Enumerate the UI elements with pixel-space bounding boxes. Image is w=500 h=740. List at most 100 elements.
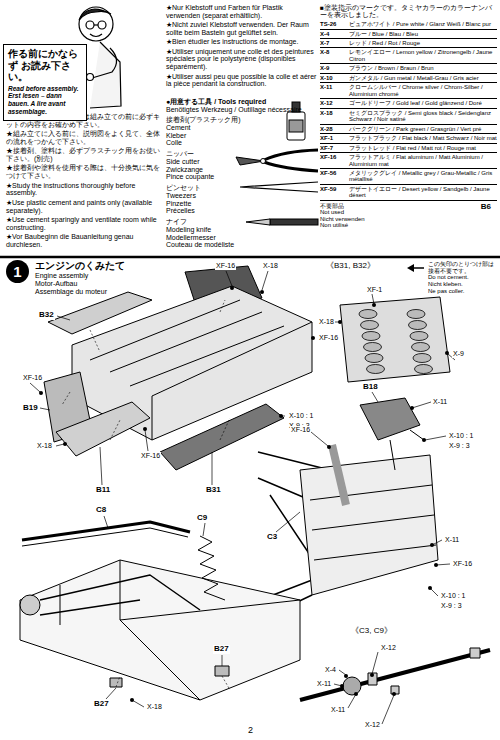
engine-suspension <box>258 398 438 615</box>
paint-callout: XF-1 <box>366 286 383 294</box>
paint-name: レッド / Red / Rot / Rouge <box>349 40 497 46</box>
step-heading: Engine assembly <box>35 272 155 280</box>
tools-heading: Benötigtes Werkzeug / Outillage nécessai… <box>166 106 316 114</box>
part-number: B31 <box>205 486 222 495</box>
paint-name: フラットレッド / Flat red / Matt rot / Rouge ma… <box>349 145 497 151</box>
paint-callout: X-9 : 3 <box>448 442 471 450</box>
paint-callout: 2 <box>247 726 254 736</box>
paint-callout: X-18 <box>146 703 163 711</box>
instruction-note: ★Nicht zuviel Klebstoff verwenden. Der R… <box>166 21 318 37</box>
note-text: この矢印のとりつけ部は接着不要です。 <box>428 261 496 274</box>
text-column: エンジンのくみたてEngine assemblyMotor-AufbauAsse… <box>35 260 155 296</box>
part-number: B32 <box>38 311 55 320</box>
text-column: ナイフModeling knifeModellermesserCouteau d… <box>166 218 242 249</box>
tool-name: ナイフ <box>166 218 242 226</box>
instruction-note: ★Study the instructions thoroughly befor… <box>6 182 162 198</box>
paint-row: XF-1フラットブラック / Flat black / Matt Schwarz… <box>320 134 497 143</box>
node-text: Read before assembly. Erst lesen – dann … <box>8 85 83 116</box>
paint-name: クロームシルバー / Chrome silver / Chrom-Silber … <box>349 84 497 97</box>
part-number: B6 <box>481 203 491 212</box>
paint-callout: X-11 <box>432 398 448 406</box>
paint-row: XF-56メタリックグレイ / Metallic grey / Grau-Met… <box>320 169 497 185</box>
node-text: 作る前にかならず お読み下さい。 <box>8 48 83 83</box>
note-text: Ne pas coller. <box>428 288 496 295</box>
paint-row: XF-16フラットアルミ / Flat aluminum / Matt Alum… <box>320 153 497 169</box>
tool-name: Kleber <box>166 132 278 140</box>
text-column: ★お買い求めの際、または組み立ての前に必ずキットの内容をお確かめ下さい。★組み立… <box>6 113 162 250</box>
paint-name: フラットアルミ / Flat aluminum / Matt Aluminium… <box>349 154 497 167</box>
paint-callout: X-12 <box>364 721 381 729</box>
paint-name: パークグリーン / Park green / Grasgrün / Vert p… <box>349 126 497 132</box>
part-number: B11 <box>95 486 111 495</box>
paint-name: ブルー / Blue / Blau / Bleu <box>349 31 497 37</box>
paint-callout: X-12 <box>380 644 397 652</box>
paint-code: X-11 <box>320 84 349 97</box>
paint-table: ■塗装指示のマークです。タミヤカラーのカラーナンバーを表示しました。 TS-26ピ… <box>320 4 497 229</box>
not-used-text: Nicht verwenden <box>320 216 493 222</box>
tool-name: 接着剤(プラスチック用) <box>166 116 278 124</box>
paint-code: X-8 <box>320 49 349 62</box>
paint-row: X-12ゴールドリーフ / Gold leaf / Gold glänzend … <box>320 99 497 108</box>
paint-name: セミグロスブラック / Semi gloss black / Seidengla… <box>349 110 497 123</box>
paint-name: デザートイエロー / Desert yellow / Sandgelb / Ja… <box>349 186 497 199</box>
node-text: 1 <box>13 264 21 279</box>
paint-code: TS-26 <box>320 21 349 27</box>
paint-callout: X-10 : 1 <box>440 592 467 600</box>
tool-icons <box>236 102 318 225</box>
drive-shaft <box>300 648 490 700</box>
part-number: B19 <box>22 404 39 413</box>
part-number: C9 <box>196 514 208 523</box>
not-used-text: Not used <box>320 209 493 215</box>
paint-code: XF-16 <box>320 154 349 167</box>
step-number: 1 <box>6 260 29 283</box>
instruction-note: ★Nur Klebstoff und Farben für Plastik ve… <box>166 4 318 20</box>
engine-parts <box>44 266 312 470</box>
paint-name: ゴールドリーフ / Gold leaf / Gold glänzend / Do… <box>349 100 497 106</box>
paint-callout: XF-16 <box>22 374 43 382</box>
tool-name: Cement <box>166 124 278 132</box>
paint-callout: X-10 : 1 <box>448 432 475 440</box>
tool-name: Couteau de modéliste <box>166 241 242 249</box>
paint-code: X-12 <box>320 100 349 106</box>
instruction-sign: 作る前にかならず お読み下さい。Read before assembly. Er… <box>3 44 87 121</box>
paint-callout: XF-16 <box>215 262 236 270</box>
paint-callout: XF-16 <box>140 452 161 460</box>
paint-row: TS-26ピュアホワイト / Pure white / Glanz Weiß /… <box>320 20 497 29</box>
paint-row: X-28パークグリーン / Park green / Grasgrün / Ve… <box>320 125 497 134</box>
tool-name: Colle <box>166 139 278 147</box>
tools-heading: ●用意する工具 / Tools required <box>166 98 316 106</box>
paint-row: X-9ブラウン / Brown / Braun / Brun <box>320 64 497 73</box>
paint-name: ガンメタル / Gun metal / Metall-Grau / Gris a… <box>349 75 497 81</box>
paint-callout: X-4 <box>324 666 337 674</box>
paint-code: XF-7 <box>320 145 349 151</box>
paint-row: X-4ブルー / Blue / Blau / Bleu <box>320 30 497 39</box>
paint-name: ブラウン / Brown / Braun / Brun <box>349 65 497 71</box>
not-used-text: Non utilisé <box>320 222 493 228</box>
paint-code: XF-59 <box>320 186 349 199</box>
instruction-note: ★組み立てに入る前に、説明図をよく見て、全体の流れをつかんで下さい。 <box>6 130 162 146</box>
paint-name: レモンイエロー / Lemon yellow / Zitronengelb / … <box>349 49 497 62</box>
paint-code: XF-56 <box>320 170 349 183</box>
tool-name: Tweezers <box>166 192 236 200</box>
part-number: B18 <box>362 383 379 392</box>
paint-code: X-4 <box>320 31 349 37</box>
paint-callout: 《C3, C9》 <box>350 627 393 636</box>
instruction-note: ★Bien étudier les instructions de montag… <box>166 38 318 46</box>
paint-row: XF-59デザートイエロー / Desert yellow / Sandgelb… <box>320 185 497 201</box>
paint-callout: XF-16 <box>318 334 339 342</box>
paint-row: X-11クロームシルバー / Chrome silver / Chrom-Sil… <box>320 83 497 99</box>
paint-row: XF-7フラットレッド / Flat red / Matt rot / Roug… <box>320 144 497 153</box>
tool-name: ピンセット <box>166 184 236 192</box>
paint-row: X-18セミグロスブラック / Semi gloss black / Seide… <box>320 109 497 125</box>
tool-name: Pinzette <box>166 200 236 208</box>
paint-callout: XF-16 <box>290 426 311 434</box>
table-heading: ■塗装指示のマークです。タミヤカラーのカラーナンバーを表示しました。 <box>320 4 497 18</box>
paint-code: X-10 <box>320 75 349 81</box>
paint-row: X-8レモンイエロー / Lemon yellow / Zitronengelb… <box>320 48 497 64</box>
instruction-note: ★Utiliser aussi peu que possible la coll… <box>166 73 318 89</box>
paint-callout: 《B31, B32》 <box>325 262 376 271</box>
paint-callout: X-9 : 3 <box>440 602 463 610</box>
paint-name: メタリックグレイ / Metallic grey / Grau-Metallic… <box>349 170 497 183</box>
step-heading: Motor-Aufbau <box>35 280 155 288</box>
paint-row: X-10ガンメタル / Gun metal / Metall-Grau / Gr… <box>320 74 497 83</box>
